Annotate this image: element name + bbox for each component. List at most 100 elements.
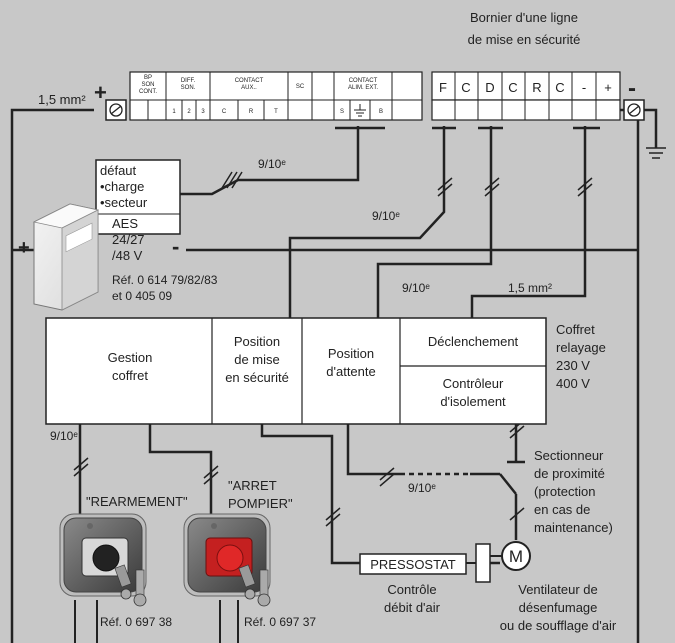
ventilateur-2: désenfumage (519, 600, 598, 615)
bornier-cell-C2: C (508, 80, 517, 95)
wire-sectionneur (346, 424, 400, 476)
wire-controleur (507, 424, 525, 464)
bornier-title-1: Bornier d'une ligne (470, 10, 578, 25)
label-bp: BP (144, 75, 152, 81)
wire-minus (470, 126, 587, 318)
diff-num-2: 2 (187, 109, 191, 115)
bornier-cell-F: F (439, 80, 447, 95)
label-contact-alim: CONTACT (349, 78, 378, 84)
label-son: SON (141, 82, 154, 88)
bornier-cell-C3: C (555, 80, 564, 95)
sectionneur-3: (protection (534, 484, 595, 499)
diff-num-1: 1 (172, 109, 176, 115)
arret-pompier-label-1: "ARRET (228, 478, 277, 493)
wire-D (376, 126, 493, 318)
sectionneur-switch (499, 473, 518, 540)
label-alim-ext: ALIM. EXT. (348, 85, 378, 91)
ground-icon-small (354, 104, 366, 117)
coffret-label-1: Coffret (556, 322, 595, 337)
cable-label-top: 1,5 mm² (38, 92, 86, 107)
motor-label: M (509, 547, 523, 566)
defaut-title: défaut (100, 163, 137, 178)
bornier-cell-plus: + (604, 80, 612, 95)
bornier: F C D C R C - + (431, 71, 645, 121)
aes-label-1: AES (112, 216, 138, 231)
bornier-cell-D: D (485, 80, 494, 95)
ventilateur-3: ou de soufflage d'air (500, 618, 617, 633)
controleur-label-2: d'isolement (440, 394, 506, 409)
wire-F (288, 126, 446, 318)
label-aux: AUX.. (241, 85, 257, 91)
bornier-cell-R: R (532, 80, 541, 95)
controle-1: Contrôle (387, 582, 436, 597)
label-contact-aux: CONTACT (235, 78, 264, 84)
label-cont: CONT. (139, 89, 157, 95)
aux-letter-t: T (274, 109, 278, 115)
ref-rearmement: Réf. 0 697 38 (100, 615, 172, 629)
aes-unit (32, 203, 100, 311)
sectionneur-4: en cas de (534, 502, 590, 517)
cable-label-F: 9/10ᵉ (372, 209, 400, 223)
screw-icon-right (627, 103, 641, 117)
cable-ticks (73, 171, 593, 527)
gestion-label-1: Gestion (108, 350, 153, 365)
wire-pressostat (260, 424, 360, 565)
earth-wire (643, 108, 658, 148)
bornier-box (431, 71, 621, 101)
terminal-strip-box (129, 71, 423, 121)
alim-letter-s: S (340, 109, 344, 115)
gestion-label-2: coffret (112, 368, 148, 383)
ref-arret-pompier: Réf. 0 697 37 (244, 615, 316, 629)
controleur-label-1: Contrôleur (443, 376, 504, 391)
coffret-label-2: relayage (556, 340, 606, 355)
defaut-wire (180, 126, 360, 196)
aes-label-3: /48 V (112, 248, 143, 263)
cable-label-minus: 1,5 mm² (508, 281, 552, 295)
position-securite-2: de mise (234, 352, 280, 367)
cable-label-D: 9/10ᵉ (402, 281, 430, 295)
rearmement-switch (59, 513, 147, 607)
diff-num-3: 3 (201, 109, 205, 115)
screw-icon-left (109, 103, 123, 117)
switch-wires (74, 600, 239, 643)
aes-label-2: 24/27 (112, 232, 145, 247)
defaut-charge: •charge (100, 179, 144, 194)
defaut-secteur: •secteur (100, 195, 148, 210)
sectionneur-1: Sectionneur (534, 448, 604, 463)
coffret-label-4: 400 V (556, 376, 590, 391)
aux-letter-c: C (222, 109, 227, 115)
position-attente-1: Position (328, 346, 374, 361)
sectionneur-5: maintenance) (534, 520, 613, 535)
alim-letter-b: B (379, 109, 383, 115)
earth-icon (646, 147, 666, 159)
ventilateur-1: Ventilateur de (518, 582, 598, 597)
arret-pompier-label-2: POMPIER" (228, 496, 293, 511)
aes-ref-1: Réf. 0 614 79/82/83 (112, 273, 218, 287)
bornier-cell-C1: C (461, 80, 470, 95)
label-sc: SC (296, 84, 305, 90)
aes-plus-sign: + (18, 237, 30, 259)
position-securite-3: en sécurité (225, 370, 289, 385)
label-diff-son: SON. (181, 85, 196, 91)
label-diff: DIFF. (181, 78, 196, 84)
rearmement-label: "REARMEMENT" (86, 494, 188, 509)
position-attente-2: d'attente (326, 364, 375, 379)
bornier-title-2: de mise en sécurité (468, 32, 581, 47)
pressostat-label: PRESSOSTAT (370, 557, 456, 572)
controle-2: débit d'air (384, 600, 441, 615)
declenchement-label: Déclenchement (428, 334, 519, 349)
aux-letter-r: R (249, 109, 254, 115)
sectionneur-2: de proximité (534, 466, 605, 481)
bornier-cell-minus: - (582, 80, 586, 95)
coffret-box (45, 317, 547, 425)
minus-sign-top: - (628, 75, 636, 102)
cable-label-sectionneur: 9/10ᵉ (408, 481, 436, 495)
motor-coupling (475, 543, 491, 583)
defaut-box (95, 159, 181, 235)
aes-ref-2: et 0 405 09 (112, 289, 172, 303)
positive-rail-wire (10, 108, 94, 643)
cable-label-defaut: 9/10ᵉ (258, 157, 286, 171)
coffret-relayage (45, 317, 547, 425)
negative-rail-wire (620, 108, 640, 643)
